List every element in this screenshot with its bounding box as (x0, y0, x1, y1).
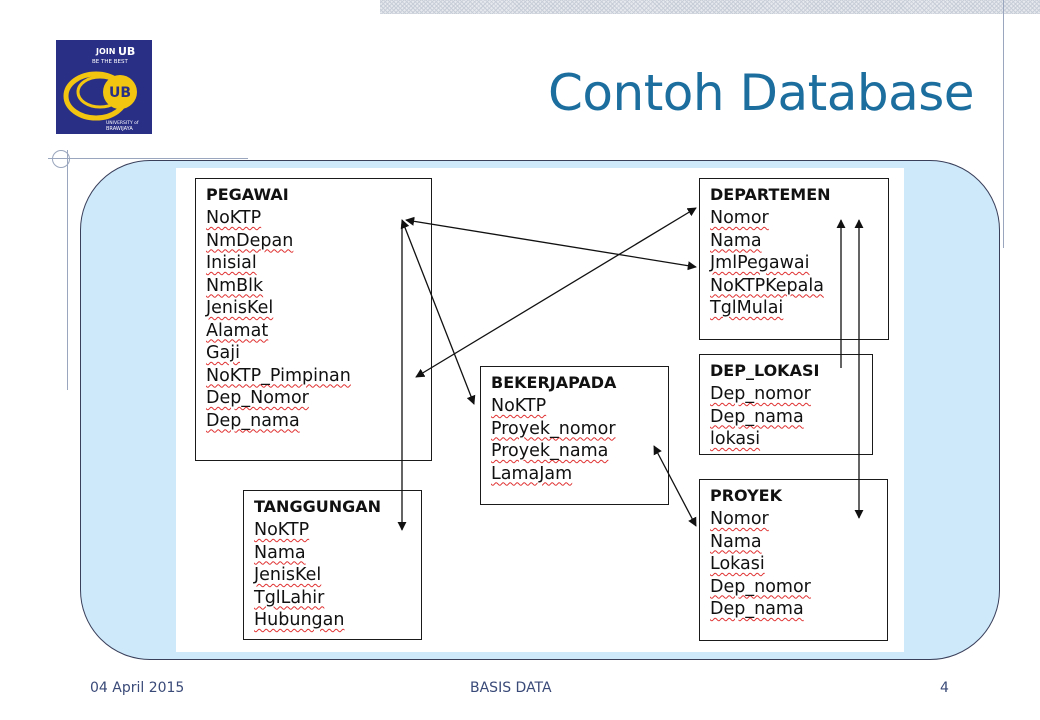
header-divider-vertical (1003, 0, 1004, 248)
attribute-list: NoKTP Proyek_nomor Proyek_nama LamaJam (491, 395, 616, 485)
left-divider-vertical (67, 150, 68, 390)
entity-departemen: DEPARTEMEN Nomor Nama JmlPegawai NoKTPKe… (699, 178, 889, 340)
logo-emblem-ub-text: UB (109, 85, 131, 101)
logo-be-the-best-text: BE THE BEST (92, 59, 128, 65)
attribute: NmBlk (206, 275, 264, 296)
arrow-pegawai-to-departemen-kepala (405, 216, 697, 271)
attribute: Proyek_nama (491, 441, 609, 461)
logo-ub-text: UB (118, 45, 135, 58)
attribute: NoKTP (254, 520, 310, 540)
circle-ornament (52, 150, 70, 168)
entity-name: TANGGUNGAN (254, 497, 381, 516)
header-pattern (380, 0, 1040, 14)
attribute: Dep_Nomor (206, 388, 309, 408)
database-schema-diagram: PEGAWAI NoKTP NmDepan Inisial NmBlk Jeni… (176, 168, 904, 652)
entity-name: BEKERJAPADA (491, 373, 617, 392)
attribute-list: NoKTP NmDepan Inisial NmBlk JenisKel Ala… (206, 207, 351, 432)
arrow-bekerjapada-to-proyek (653, 445, 697, 527)
attribute: NoKTP (206, 208, 262, 228)
attribute: Dep_nama (206, 410, 300, 431)
attribute: NmDepan (206, 230, 294, 251)
attribute: Nama (254, 542, 306, 563)
footer-date: 04 April 2015 (90, 680, 185, 696)
logo-university-text: UNIVERSITY of (106, 120, 139, 126)
attribute: JmlPegawai (710, 253, 810, 273)
attribute: Dep_nama (710, 599, 804, 619)
attribute-list: Dep_nomor Dep_nama lokasi (710, 383, 811, 451)
attribute: NoKTP_Pimpinan (206, 365, 351, 386)
attribute: Dep_nomor (710, 384, 811, 404)
attribute: JenisKel (206, 298, 274, 318)
attribute: Nomor (710, 208, 769, 228)
entity-name: PROYEK (710, 486, 782, 505)
entity-name: DEPARTEMEN (710, 185, 831, 204)
university-logo: JOIN UB BE THE BEST UB UNIVERSITY of BRA… (56, 40, 152, 134)
arrow-pegawai-to-bekerjapada (400, 219, 476, 405)
left-divider-horizontal (48, 158, 248, 159)
entity-dep-lokasi: DEP_LOKASI Dep_nomor Dep_nama lokasi (699, 354, 873, 455)
attribute: Hubungan (254, 610, 345, 630)
arrow-pegawai-to-departemen-nomor (415, 207, 697, 378)
attribute: Gaji (206, 343, 241, 363)
attribute: Nomor (710, 509, 769, 529)
attribute: Lokasi (710, 554, 765, 574)
attribute: Dep_nama (710, 406, 804, 427)
attribute: Proyek_nomor (491, 418, 616, 439)
relationship-connectors (397, 207, 864, 531)
entity-proyek: PROYEK Nomor Nama Lokasi Dep_nomor Dep_n… (699, 479, 888, 641)
attribute-list: Nomor Nama Lokasi Dep_nomor Dep_nama (710, 508, 811, 621)
entity-bekerjapada: BEKERJAPADA NoKTP Proyek_nomor Proyek_na… (480, 366, 669, 505)
logo-brawijaya-text: BRAWIJAYA (106, 126, 133, 132)
attribute: TglLahir (254, 587, 325, 608)
attribute: TglMulai (710, 298, 784, 318)
attribute: Dep_nomor (710, 576, 811, 597)
entity-name: PEGAWAI (206, 185, 289, 204)
attribute: Nama (710, 531, 762, 552)
logo-join-text: JOIN (95, 47, 115, 56)
entity-tanggungan: TANGGUNGAN NoKTP Nama JenisKel TglLahir … (243, 490, 422, 640)
attribute: NoKTPKepala (710, 275, 824, 296)
slide-title: Contoh Database (548, 64, 975, 122)
attribute: lokasi (710, 429, 761, 449)
attribute-list: NoKTP Nama JenisKel TglLahir Hubungan (254, 519, 344, 632)
attribute: NoKTP (491, 396, 547, 416)
attribute: LamaJam (491, 463, 573, 484)
attribute: Alamat (206, 320, 269, 341)
entity-name: DEP_LOKASI (710, 361, 820, 380)
attribute-list: Nomor Nama JmlPegawai NoKTPKepala TglMul… (710, 207, 824, 320)
attribute: Nama (710, 230, 762, 251)
footer-page-number: 4 (940, 680, 949, 696)
attribute: JenisKel (254, 565, 322, 585)
footer-course: BASIS DATA (470, 680, 552, 696)
entity-pegawai: PEGAWAI NoKTP NmDepan Inisial NmBlk Jeni… (195, 178, 432, 461)
attribute: Inisial (206, 253, 257, 273)
